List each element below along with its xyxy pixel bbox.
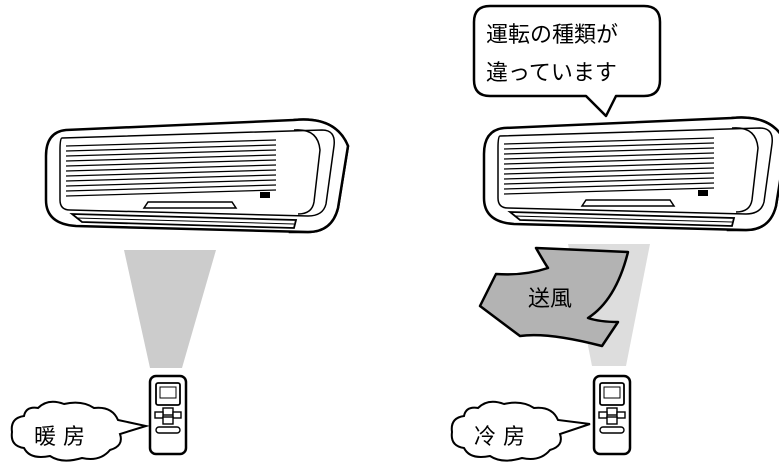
left-air-conditioner — [44, 118, 350, 234]
fan-arrow — [478, 246, 630, 348]
right-remote-control — [592, 374, 632, 456]
left-airflow-beam — [124, 250, 216, 368]
speech-line-1: 運転の種類が — [486, 23, 618, 48]
speech-line-2: 違っています — [486, 61, 617, 86]
left-mode-bubble: 暖 房 — [10, 400, 150, 462]
left-mode-label: 暖 房 — [34, 425, 85, 450]
right-mode-label: 冷 房 — [474, 425, 525, 450]
right-scene: 送風 運転の種類が 違っています 冷 房 — [450, 4, 779, 462]
left-remote-control — [148, 374, 188, 456]
fan-mode-label: 送風 — [528, 287, 572, 312]
right-mode-bubble: 冷 房 — [450, 400, 591, 462]
left-scene: 暖 房 — [10, 118, 350, 462]
right-air-conditioner — [482, 116, 779, 232]
speech-bubble: 運転の種類が 違っています — [472, 4, 662, 118]
